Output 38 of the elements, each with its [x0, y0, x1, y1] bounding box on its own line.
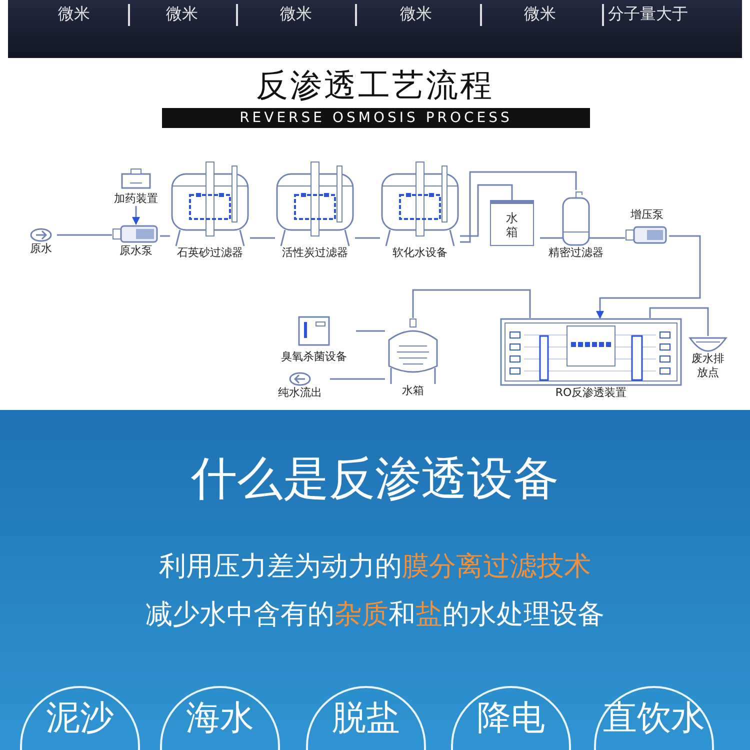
equipment-label: 加药装置 [114, 192, 158, 206]
flow-arrow [132, 206, 140, 225]
equipment-label: RO反渗透装置 [555, 386, 627, 400]
equipment-label: 废水排放点 [690, 352, 726, 380]
equipment-label: 增压泵 [630, 208, 664, 222]
equipment-label: 水箱 [402, 384, 424, 398]
pipe-line [355, 237, 380, 239]
pipe-line [356, 330, 385, 332]
pipe-line [460, 184, 513, 237]
header-text: 分子量大于 [608, 4, 688, 25]
equipment-label: 纯水流出 [278, 386, 322, 400]
pipe-line [330, 378, 385, 380]
description-sentence: 减少水中含有的杂质和盐的水处理设备 [144, 598, 606, 632]
pipe-line [57, 234, 112, 236]
pipe-line [612, 237, 625, 239]
pipe-line [460, 171, 577, 243]
header-text: 微米 [280, 4, 312, 25]
equipment-label: 原水泵 [120, 244, 152, 258]
diagram-title: 反渗透工艺流程 [255, 65, 495, 106]
equipment-label: 软化水设备 [392, 246, 448, 260]
subtitle-banner: REVERSE OSMOSIS PROCESS [162, 108, 590, 128]
pipe-line [250, 237, 275, 239]
equipment-label: 臭氧杀菌设备 [281, 350, 347, 364]
description-sentence: 利用压力差为动力的膜分离过滤技术 [158, 550, 592, 584]
equipment-label: 活性炭过滤器 [282, 246, 348, 260]
header-text: 微米 [58, 4, 90, 25]
equipment-label: 精密过滤器 [548, 246, 604, 260]
flow-arrow [596, 235, 701, 319]
pipe-line [649, 307, 709, 336]
header-text: 微米 [166, 4, 198, 25]
header-text: 微米 [400, 4, 432, 25]
pipe-line [160, 235, 170, 237]
section-heading: 什么是反渗透设备 [190, 450, 560, 507]
equipment-label: 原水 [30, 242, 52, 256]
pipe-line [412, 289, 531, 318]
equipment-label: 石英砂过滤器 [177, 246, 243, 260]
header-text: 微米 [524, 4, 556, 25]
water-tank-box: 水箱 [490, 200, 534, 246]
